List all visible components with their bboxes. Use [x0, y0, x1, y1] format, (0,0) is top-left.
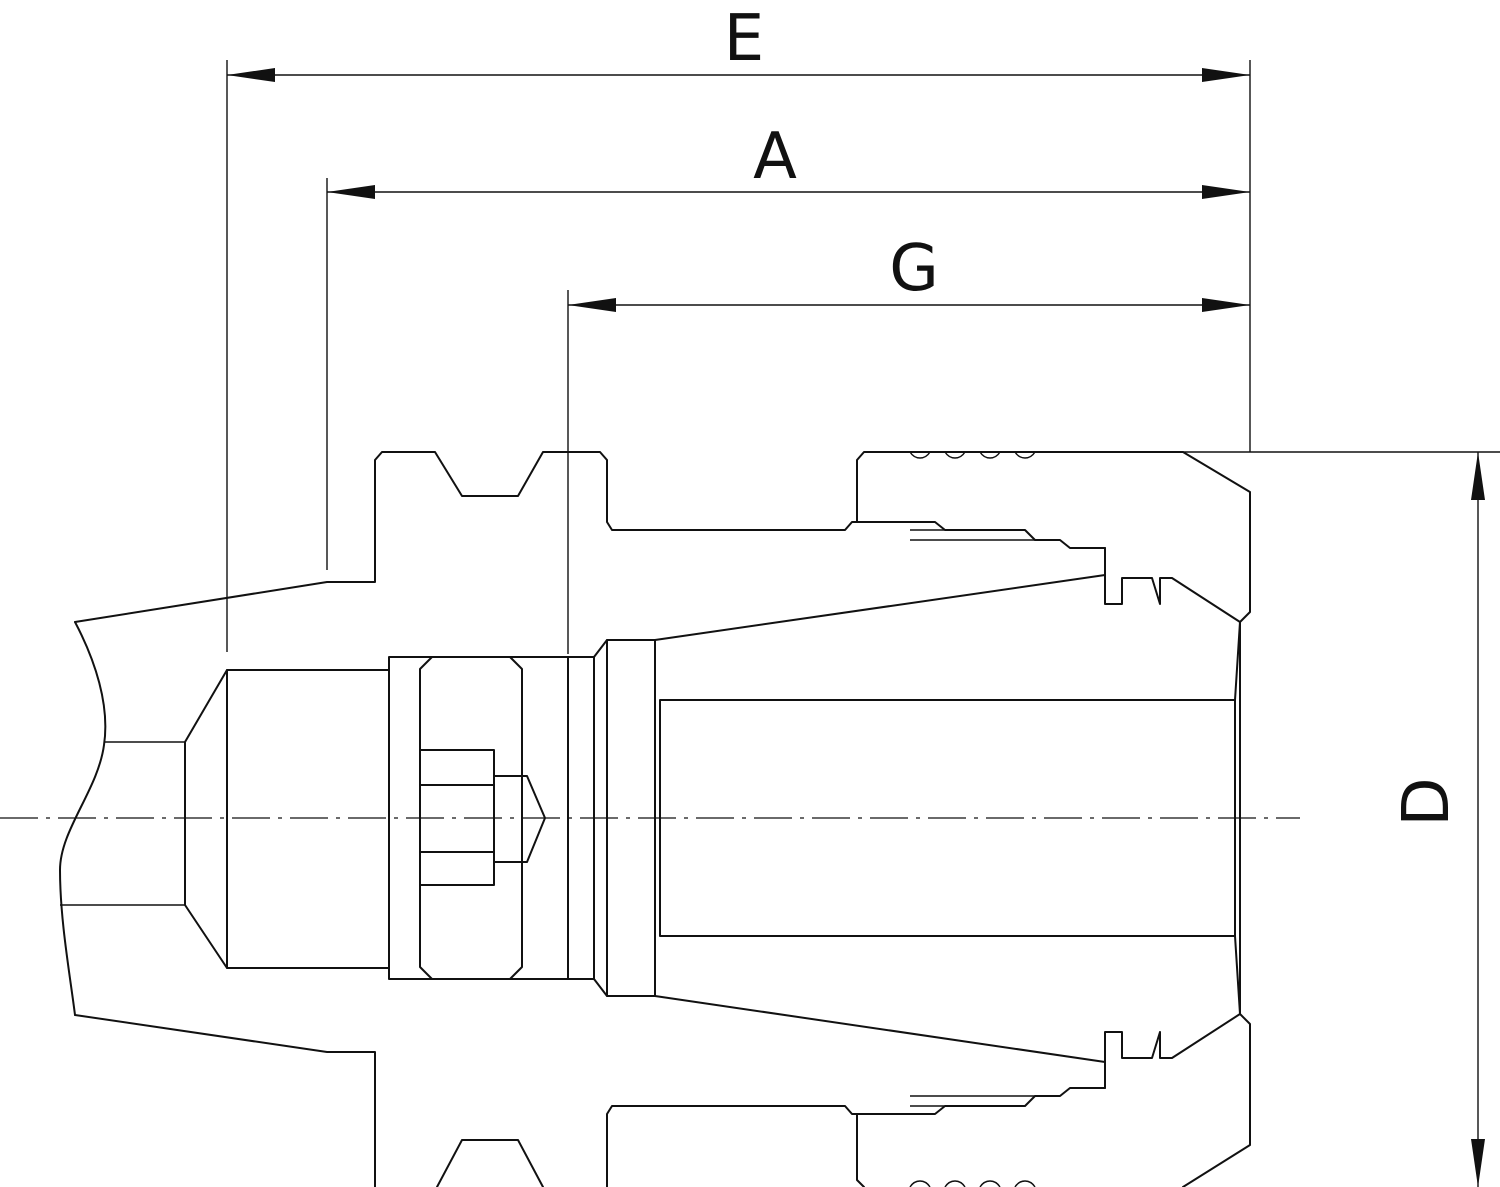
nut-thread-top — [856, 451, 1241, 623]
holder-body — [59, 451, 1251, 1187]
shank-end — [184, 669, 390, 969]
dimension-d: D — [1180, 60, 1500, 1187]
dimension-a: A — [326, 120, 1250, 570]
dimension-e: E — [226, 2, 1250, 652]
collet — [593, 574, 1241, 1063]
dimension-g: G — [567, 232, 1250, 654]
nut-thread-bottom — [856, 1013, 1241, 1187]
retention-screw — [388, 656, 595, 980]
dimension-label-g: G — [889, 232, 939, 306]
dimension-label-d: D — [1390, 777, 1464, 826]
dimension-label-e: E — [724, 2, 764, 76]
dimension-label-a: A — [753, 120, 797, 194]
